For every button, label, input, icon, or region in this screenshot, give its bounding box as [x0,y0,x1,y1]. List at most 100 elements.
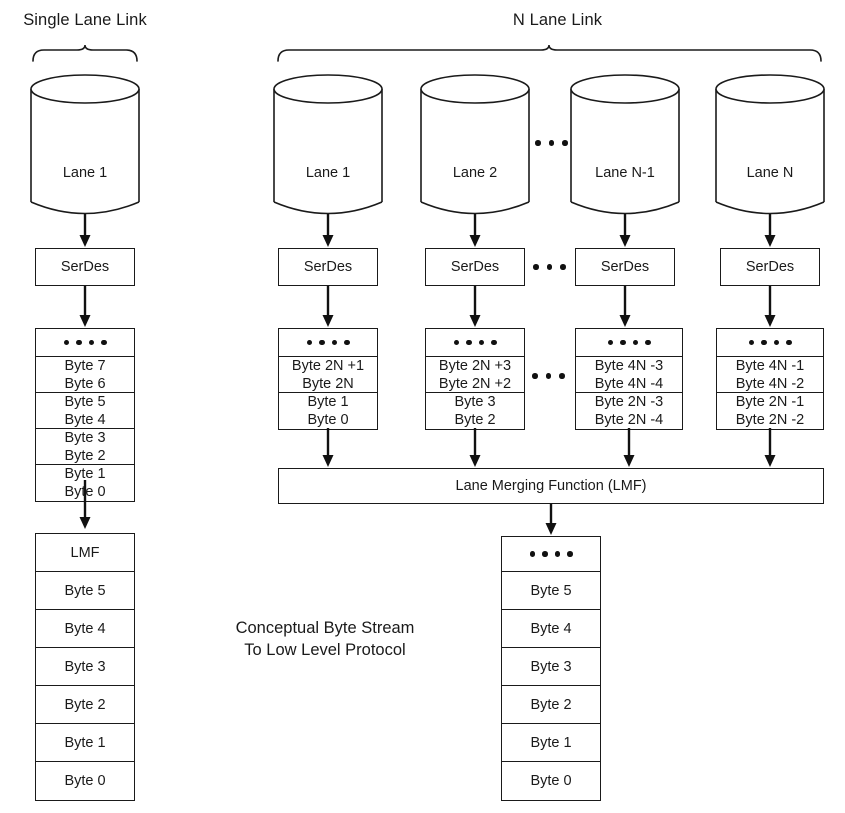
dot-icon [331,339,337,346]
caption-line-2: To Low Level Protocol [244,641,406,660]
dot-icon [491,339,497,346]
byte-cell: Byte 4N -4 [576,375,682,393]
arrow-bytes-to-lmf-2 [468,428,482,468]
lane-cylinder-single: Lane 1 [30,73,140,218]
arrow-serdes-to-bytes-1 [321,286,335,328]
byte-cell: Byte 2N [279,375,377,393]
dot-icon [546,264,552,270]
byte-cell: Byte 2N +1 [291,358,365,374]
dot-icon [548,140,554,146]
arrow-bytes-to-lmf-1 [321,428,335,468]
byte-cell: Byte 4N -2 [717,375,823,393]
caption-conceptual-byte-stream: Conceptual Byte Stream To Low Level Prot… [180,617,470,662]
dot-icon [560,264,566,270]
dot-icon [76,339,82,346]
dot-icon [319,339,325,346]
dot-icon [645,339,651,346]
dot-icon [63,339,69,346]
lane-label: Lane 1 [305,165,351,181]
arrow-serdes-to-bytes-single [78,286,92,328]
output-stack-dots-cell [502,537,600,572]
dot-icon [344,339,350,346]
arrow-lane-to-serdes-single [78,214,92,248]
byte-cell: Byte 3 [64,430,106,446]
byte-stack-dots-cell [36,329,134,357]
lane-label: Lane 1 [62,165,108,181]
brace-n-lane [277,44,822,62]
lane-cylinder-2: Lane 2 [420,73,530,218]
lane-merging-function-bar: Lane Merging Function (LMF) [278,468,824,504]
lane-cylinder-1: Lane 1 [273,73,383,218]
arrow-lmf-to-output [544,504,558,536]
output-cell: Byte 0 [64,773,106,789]
byte-stack-lane-2: Byte 2N +3 Byte 2N +2 Byte 3 Byte 2 [425,328,525,430]
dot-icon [559,373,565,379]
arrow-bytes-to-lmf-n-minus-1 [622,428,636,468]
output-cell: Byte 4 [36,610,134,648]
arrow-lane-to-serdes-n [763,214,777,248]
arrow-serdes-to-bytes-n-minus-1 [618,286,632,328]
byte-cell: Byte 1 [307,394,349,410]
output-cell: Byte 4 [502,610,600,648]
byte-cell: Byte 0 [307,412,349,428]
dot-icon [786,339,792,346]
byte-cell: Byte 2 [454,412,496,428]
byte-cell: Byte 2N +3 [438,358,512,374]
arrow-lane-to-serdes-1 [321,214,335,248]
dot-icon [607,339,613,346]
output-stack-n-lane: Byte 5 Byte 4 Byte 3 Byte 2 Byte 1 Byte … [501,536,601,801]
arrow-lane-to-serdes-2 [468,214,482,248]
byte-stack-dots-cell [426,329,524,357]
ellipsis-between-cylinders-icon [535,140,568,146]
output-cell: Byte 2 [36,686,134,724]
byte-stack-lane-n-minus-1: Byte 4N -3 Byte 4N -4 Byte 2N -3 Byte 2N… [575,328,683,430]
byte-cell: Byte 6 [36,375,134,393]
byte-cell: Byte 3 [454,394,496,410]
byte-cell: Byte 1 [64,466,106,482]
byte-cell: Byte 7 [64,358,106,374]
dot-icon [542,551,548,557]
dot-icon [478,339,484,346]
arrow-serdes-to-bytes-n [763,286,777,328]
arrow-serdes-to-bytes-2 [468,286,482,328]
byte-cell: Byte 4N -3 [594,358,664,374]
output-cell: Byte 2 [502,686,600,724]
byte-stack-dots-cell [279,329,377,357]
dot-icon [466,339,472,346]
dot-icon [535,140,541,146]
output-cell: Byte 5 [502,572,600,610]
byte-cell: Byte 2N +2 [426,375,524,393]
dot-icon [554,551,560,557]
serdes-box-1: SerDes [278,248,378,286]
lane-label: Lane N [746,165,794,181]
output-cell: Byte 1 [502,724,600,762]
dot-icon [532,373,538,379]
arrow-bytes-to-lmf-n [763,428,777,468]
byte-cell: Byte 5 [64,394,106,410]
ellipsis-between-byte-stacks-icon [532,373,565,379]
serdes-box-n-minus-1: SerDes [575,248,675,286]
output-cell: Byte 3 [36,648,134,686]
serdes-box-single: SerDes [35,248,135,286]
dot-icon [562,140,568,146]
arrow-lane-to-serdes-n-minus-1 [618,214,632,248]
ellipsis-between-serdes-icon [533,264,566,270]
output-cell: Byte 1 [36,724,134,762]
arrow-bytes-to-output-single [78,480,92,530]
serdes-box-n: SerDes [720,248,820,286]
heading-single-lane-link: Single Lane Link [23,11,147,29]
byte-cell: Byte 2N -4 [594,412,664,428]
output-stack-single: LMF Byte 5 Byte 4 Byte 3 Byte 2 Byte 1 B… [35,533,135,801]
byte-cell: Byte 2N -3 [594,394,664,410]
lane-cylinder-n-minus-1: Lane N-1 [570,73,680,218]
dot-icon [567,551,573,557]
dot-icon [773,339,779,346]
byte-cell: Byte 2 [36,447,134,465]
output-cell: LMF [36,534,134,572]
output-cell: Byte 0 [530,773,572,789]
lane-label: Lane N-1 [595,165,655,181]
dot-icon [533,264,539,270]
caption-line-1: Conceptual Byte Stream [235,619,415,637]
dot-icon [748,339,754,346]
